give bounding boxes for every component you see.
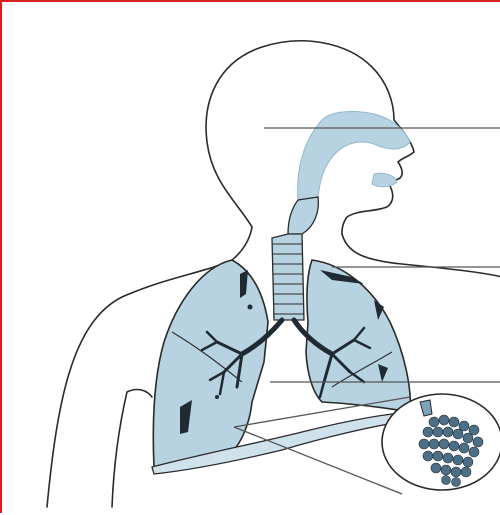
larynx (288, 197, 318, 234)
mouth-cavity (372, 173, 397, 187)
right-lung (153, 260, 268, 467)
alveoli-inset (382, 394, 500, 490)
arm-outline (112, 390, 152, 507)
trachea (272, 234, 304, 320)
nasal-cavity (298, 112, 410, 200)
